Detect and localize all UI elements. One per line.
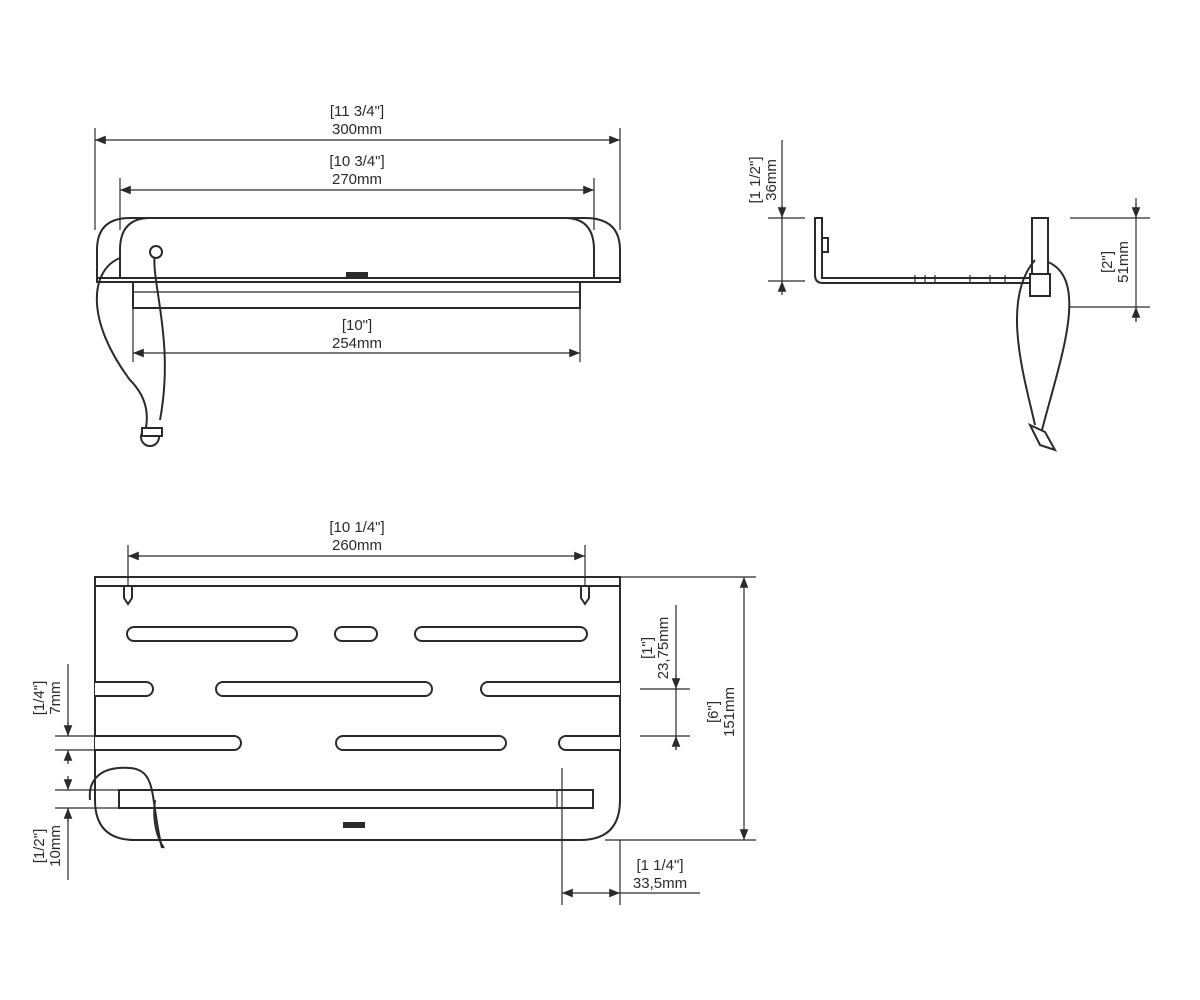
drain-slot	[558, 735, 620, 751]
bracket-clip	[1029, 273, 1051, 297]
cord-loop	[153, 799, 165, 849]
mounting-pin	[123, 585, 133, 606]
shelf-outline	[94, 576, 621, 841]
depth-metric: 151mm	[721, 687, 738, 737]
pin-spacing-metric: 260mm	[332, 537, 382, 554]
overall-width-imperial: [11 3/4"]	[330, 103, 384, 120]
depth-imperial: [6"]	[705, 701, 722, 723]
shelf-inner-outline	[119, 217, 595, 279]
slot-width-imperial: [10"]	[342, 317, 372, 334]
drain-slot	[126, 626, 298, 642]
logo-badge	[346, 272, 368, 278]
cord-anchor	[149, 245, 163, 259]
drain-slot	[215, 681, 433, 697]
cord-loop	[1041, 261, 1071, 431]
cord-clip-body	[141, 427, 163, 437]
gap-imperial: [1/4"]	[31, 681, 48, 716]
drain-slot	[414, 626, 588, 642]
bracket-height-metric: 51mm	[1115, 241, 1132, 283]
drain-slot	[480, 681, 620, 697]
bar-offset-imperial: [1/2"]	[31, 829, 48, 864]
inner-width-metric: 270mm	[332, 171, 382, 188]
bar-offset-metric: 10mm	[47, 825, 64, 867]
cord	[88, 766, 163, 849]
lip-height-metric: 36mm	[763, 159, 780, 201]
cord-clip-icon	[1027, 422, 1058, 452]
cord	[1016, 259, 1036, 426]
drain-slot	[95, 735, 242, 751]
gap-metric: 7mm	[47, 681, 64, 714]
inner-width-imperial: [10 3/4"]	[329, 153, 384, 170]
pin-profile	[821, 237, 829, 253]
cord	[153, 251, 166, 421]
slot-pitch-imperial: [1"]	[639, 637, 656, 659]
plan-view: [10 1/4"] 260mm [6"] 151mm	[31, 519, 756, 905]
bracket	[1031, 217, 1049, 275]
cord-loop	[95, 257, 148, 433]
overhang-imperial: [1 1/4"]	[636, 857, 683, 874]
lip-height-imperial: [1 1/2"]	[747, 156, 764, 203]
overhang-metric: 33,5mm	[633, 875, 687, 892]
drain-slot	[334, 626, 378, 642]
overall-width-metric: 300mm	[332, 121, 382, 138]
drain-slot	[95, 681, 154, 697]
drain-slot	[335, 735, 507, 751]
slot-pitch-metric: 23,75mm	[655, 617, 672, 680]
bracket-height-imperial: [2"]	[1099, 251, 1116, 273]
front-bar	[118, 789, 594, 809]
slot-width-metric: 254mm	[332, 335, 382, 352]
shelf-outer-outline	[96, 217, 621, 279]
top-view: [11 3/4"] 300mm [10 3/4"] 270mm [10"] 25…	[94, 103, 621, 447]
shelf-profile	[814, 217, 1033, 284]
side-view: [1 1/2"] 36mm [2"] 51mm	[747, 140, 1150, 452]
pin-spacing-imperial: [10 1/4"]	[329, 519, 384, 536]
shelf-front-bar	[132, 281, 581, 309]
logo-badge	[343, 822, 365, 828]
mounting-pin	[580, 585, 590, 606]
